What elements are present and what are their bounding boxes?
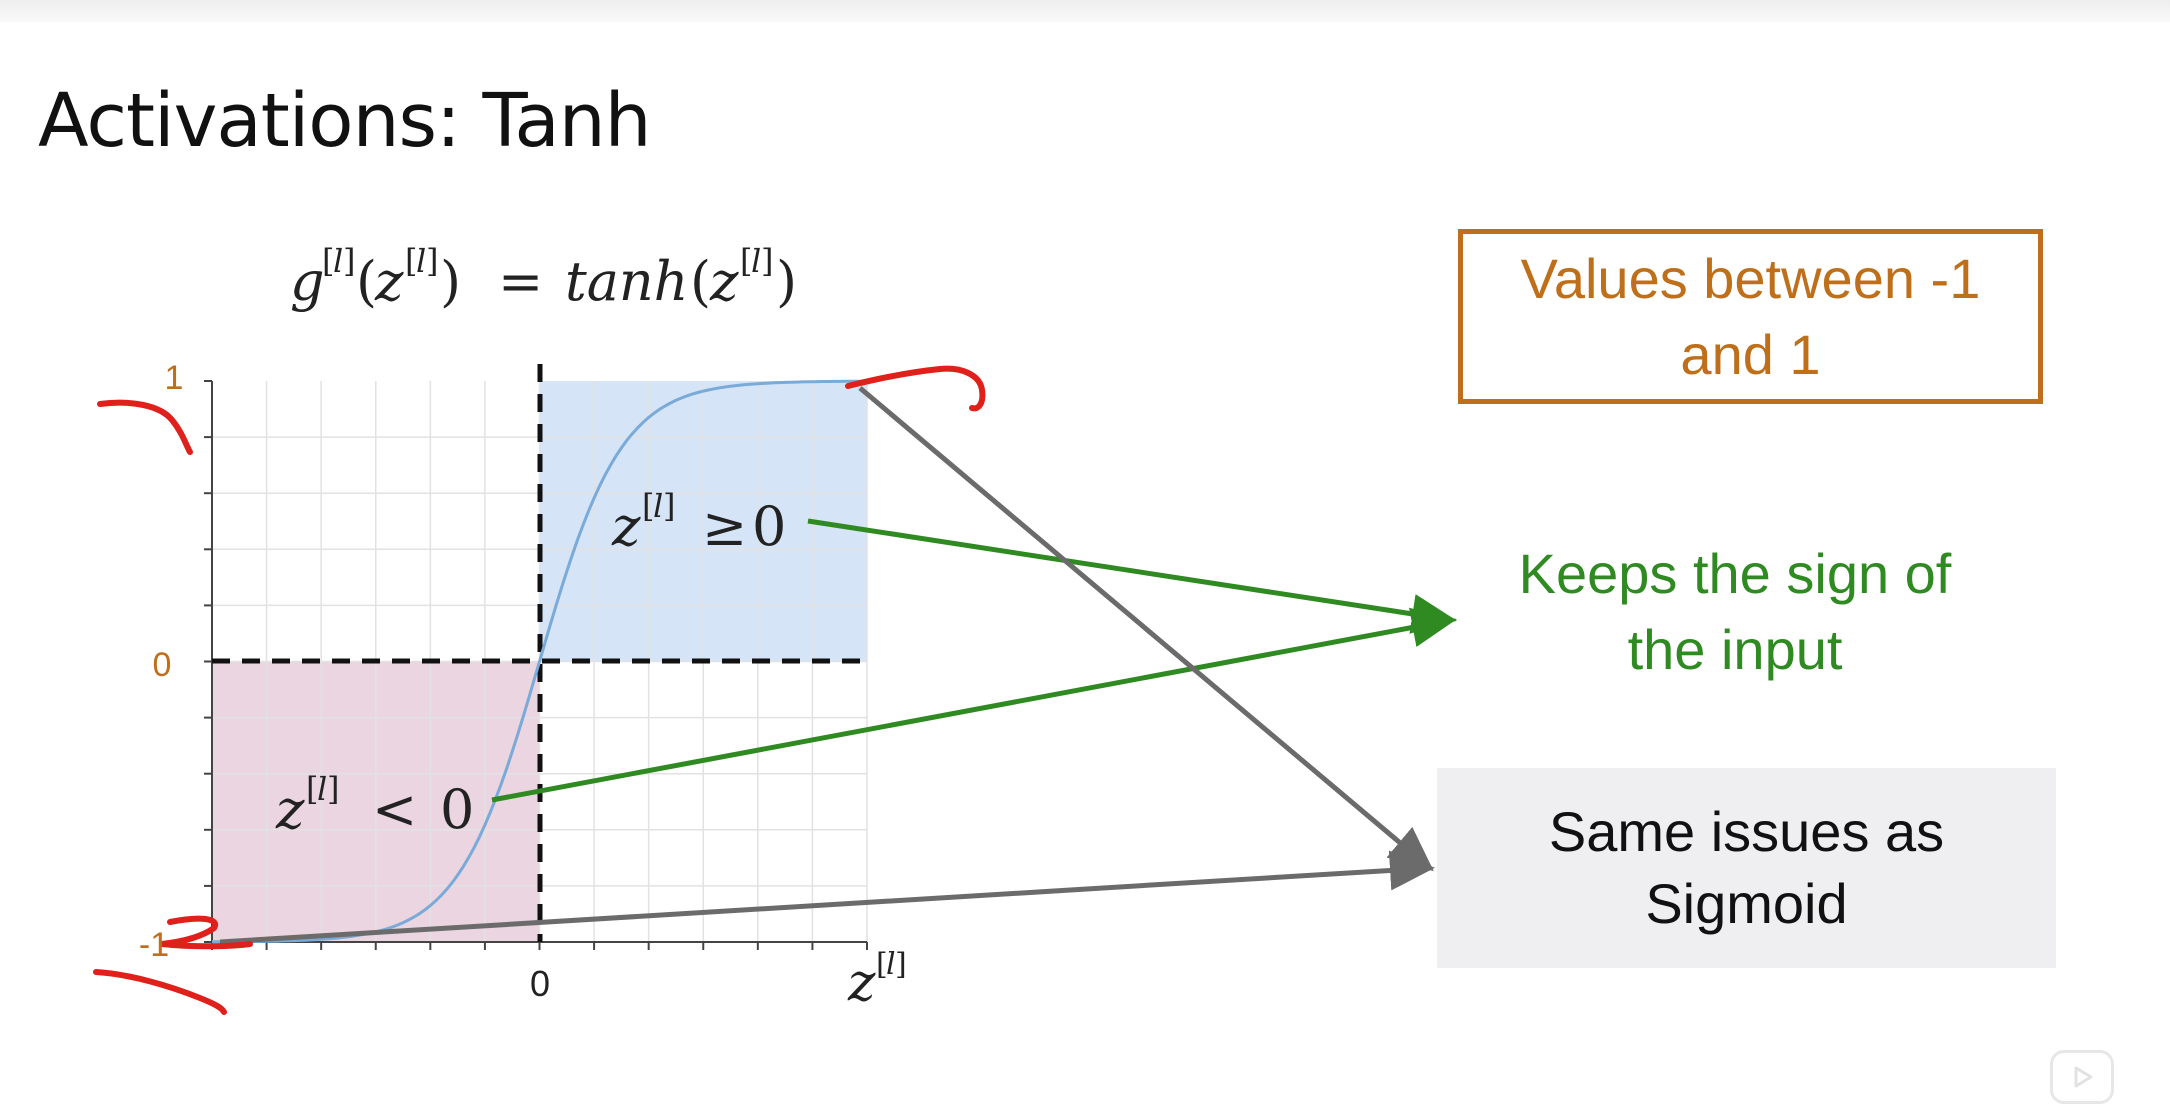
svg-text:z: z: [275, 778, 305, 841]
svg-text:<: <: [372, 778, 417, 841]
svg-text:]: ]: [895, 947, 907, 982]
svg-text:[: [: [322, 242, 334, 280]
grey-arrow-top: [858, 386, 1434, 872]
svg-text:]: ]: [343, 242, 355, 280]
play-icon: [2074, 1066, 2093, 1088]
svg-text:l: l: [653, 487, 663, 525]
svg-text:(: (: [690, 250, 711, 313]
svg-text:0: 0: [440, 778, 474, 841]
green-arrow-positive: [807, 518, 1457, 634]
svg-text:]: ]: [663, 487, 675, 525]
issues-note-text: Same issues as Sigmoid: [1548, 800, 1945, 935]
grey-arrow-bottom: [219, 850, 1435, 945]
positive-region-label: z [ l ] ≥ 0: [611, 487, 786, 558]
svg-text:]: ]: [761, 242, 773, 280]
svg-text:g: g: [290, 250, 325, 313]
svg-text:l: l: [333, 242, 343, 280]
green-arrow-negative: [491, 607, 1457, 803]
svg-text:≥: ≥: [702, 495, 747, 558]
sign-note: Keeps the sign of the input: [1518, 542, 1952, 681]
video-player-button[interactable]: [2050, 1050, 2114, 1104]
x-tick-0: 0: [530, 963, 550, 1004]
negative-region-label: z [ l ] < 0: [275, 770, 474, 841]
svg-text:): ): [776, 250, 797, 313]
svg-text:l: l: [416, 242, 426, 280]
range-note-box: Values between -1 and 1: [1458, 229, 2043, 404]
slide-title: Activations: Tanh: [38, 78, 652, 164]
window-top-bar: [0, 0, 2170, 22]
svg-text:[: [: [405, 242, 417, 280]
svg-text:]: ]: [327, 770, 339, 808]
range-note-text: Values between -1 and 1: [1520, 246, 1981, 386]
svg-text:[: [: [306, 770, 318, 808]
svg-text:]: ]: [426, 242, 438, 280]
x-axis-label: z [ l ]: [847, 947, 907, 1013]
svg-text:z: z: [709, 250, 739, 313]
svg-text:z: z: [611, 495, 641, 558]
y-tick-0: 0: [153, 646, 172, 684]
svg-text:[: [: [642, 487, 654, 525]
svg-text:[: [: [876, 947, 888, 982]
svg-text:l: l: [751, 242, 761, 280]
tanh-formula: g [ l ] ( z [ l ] ) = tanh ( z [ l ] ): [290, 242, 797, 313]
svg-text:[: [: [740, 242, 752, 280]
svg-text:z: z: [847, 953, 876, 1013]
tanh-curve: [212, 379, 867, 944]
svg-text:=: =: [498, 250, 543, 313]
svg-text:z: z: [374, 250, 404, 313]
y-tick-1: 1: [165, 359, 184, 397]
svg-text:0: 0: [752, 495, 786, 558]
pen-annotations: [93, 365, 986, 1015]
svg-text:l: l: [886, 947, 896, 982]
svg-text:l: l: [317, 770, 327, 808]
issues-note-box: Same issues as Sigmoid: [1437, 768, 2056, 968]
svg-text:tanh: tanh: [565, 250, 688, 313]
svg-text:): ): [440, 250, 461, 313]
svg-text:(: (: [356, 250, 377, 313]
